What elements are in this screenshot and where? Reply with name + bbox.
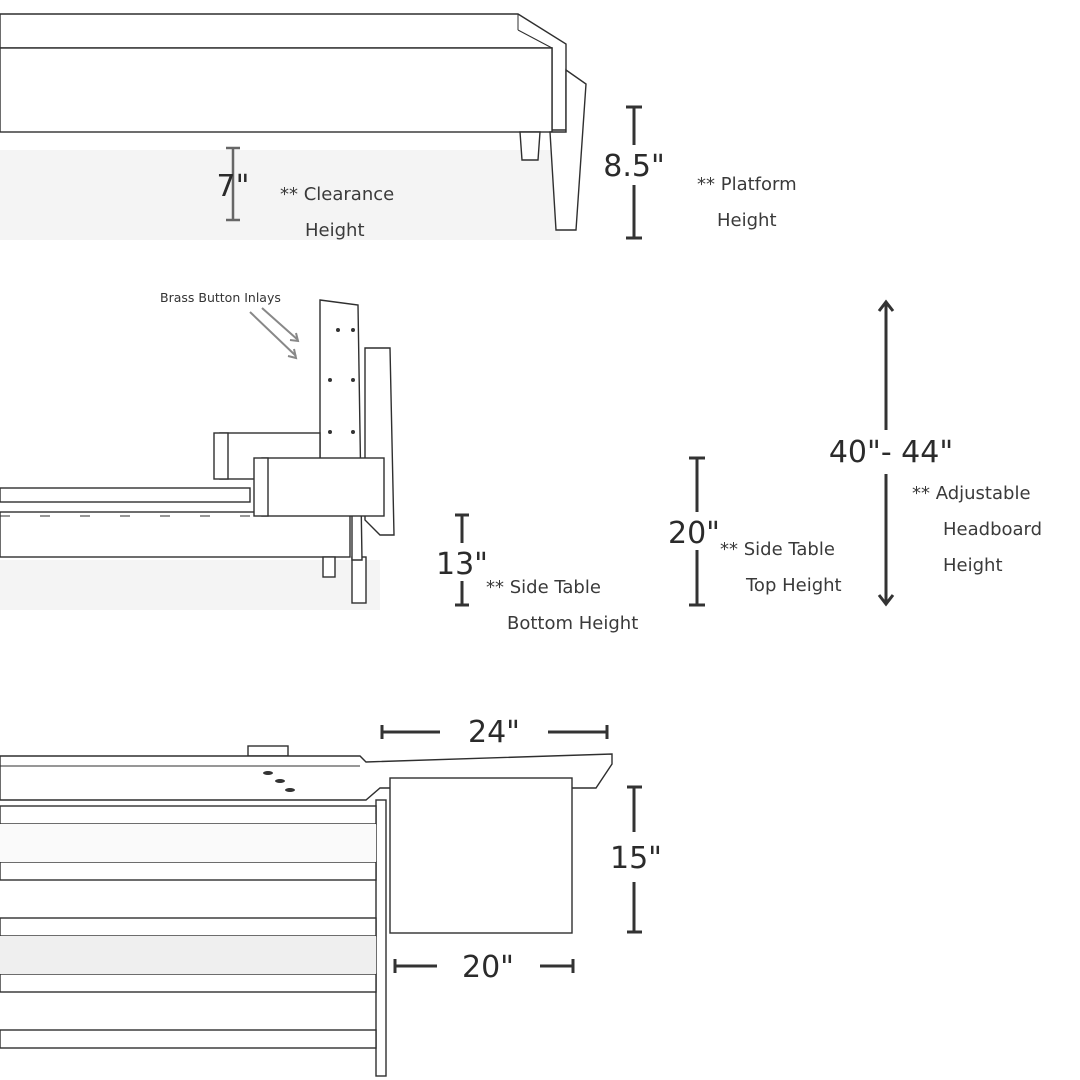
clearance-value: 7" — [217, 169, 250, 204]
clearance-dimension: 7" ** Clearance Height — [217, 146, 394, 241]
bottom-height-label-line2: Bottom Height — [507, 613, 638, 634]
headboard-height-dimension: 40"- 44" ** Adjustable Headboard Height — [828, 299, 1042, 607]
headboard-label-line3: Height — [943, 555, 1003, 576]
side-table-height-dimension: 15" — [610, 785, 662, 934]
bottom-height-value: 13" — [436, 547, 488, 582]
platform-dimension: 8.5" ** Platform Height — [600, 105, 797, 240]
side-table-width-dimension: 24" — [380, 715, 609, 750]
slats — [0, 805, 377, 1049]
top-height-label-line1: ** Side Table — [720, 539, 835, 560]
top-height-label-line2: Top Height — [745, 575, 842, 596]
depth-value: 20" — [462, 950, 514, 985]
side-table-depth-dimension: 20" — [393, 950, 575, 985]
clearance-label-line1: ** Clearance — [280, 184, 394, 205]
platform-label-line2: Height — [717, 210, 777, 231]
clearance-label-line2: Height — [305, 220, 365, 241]
brass-button-inlays — [328, 328, 355, 434]
headboard-side-view — [0, 299, 395, 610]
brass-button-callout: Brass Button Inlays — [160, 290, 300, 360]
side-table-bottom-dimension: 13" ** Side Table Bottom Height — [430, 513, 638, 634]
headboard-label-line2: Headboard — [943, 519, 1042, 540]
platform-value: 8.5" — [603, 149, 665, 184]
side-table-top-dimension: 20" ** Side Table Top Height — [665, 456, 842, 607]
callout-arrow-icon — [249, 307, 299, 357]
bottom-height-label-line1: ** Side Table — [486, 577, 601, 598]
brass-button-label: Brass Button Inlays — [160, 290, 281, 305]
width-value: 24" — [468, 715, 520, 750]
headboard-label-line1: ** Adjustable — [912, 483, 1031, 504]
headboard-height-value: 40"- 44" — [829, 435, 953, 470]
platform-label-line1: ** Platform — [697, 174, 797, 195]
height-value: 15" — [610, 841, 662, 876]
bed-frame-side-view — [0, 13, 587, 240]
top-height-value: 20" — [668, 516, 720, 551]
bed-top-view — [0, 745, 613, 1077]
